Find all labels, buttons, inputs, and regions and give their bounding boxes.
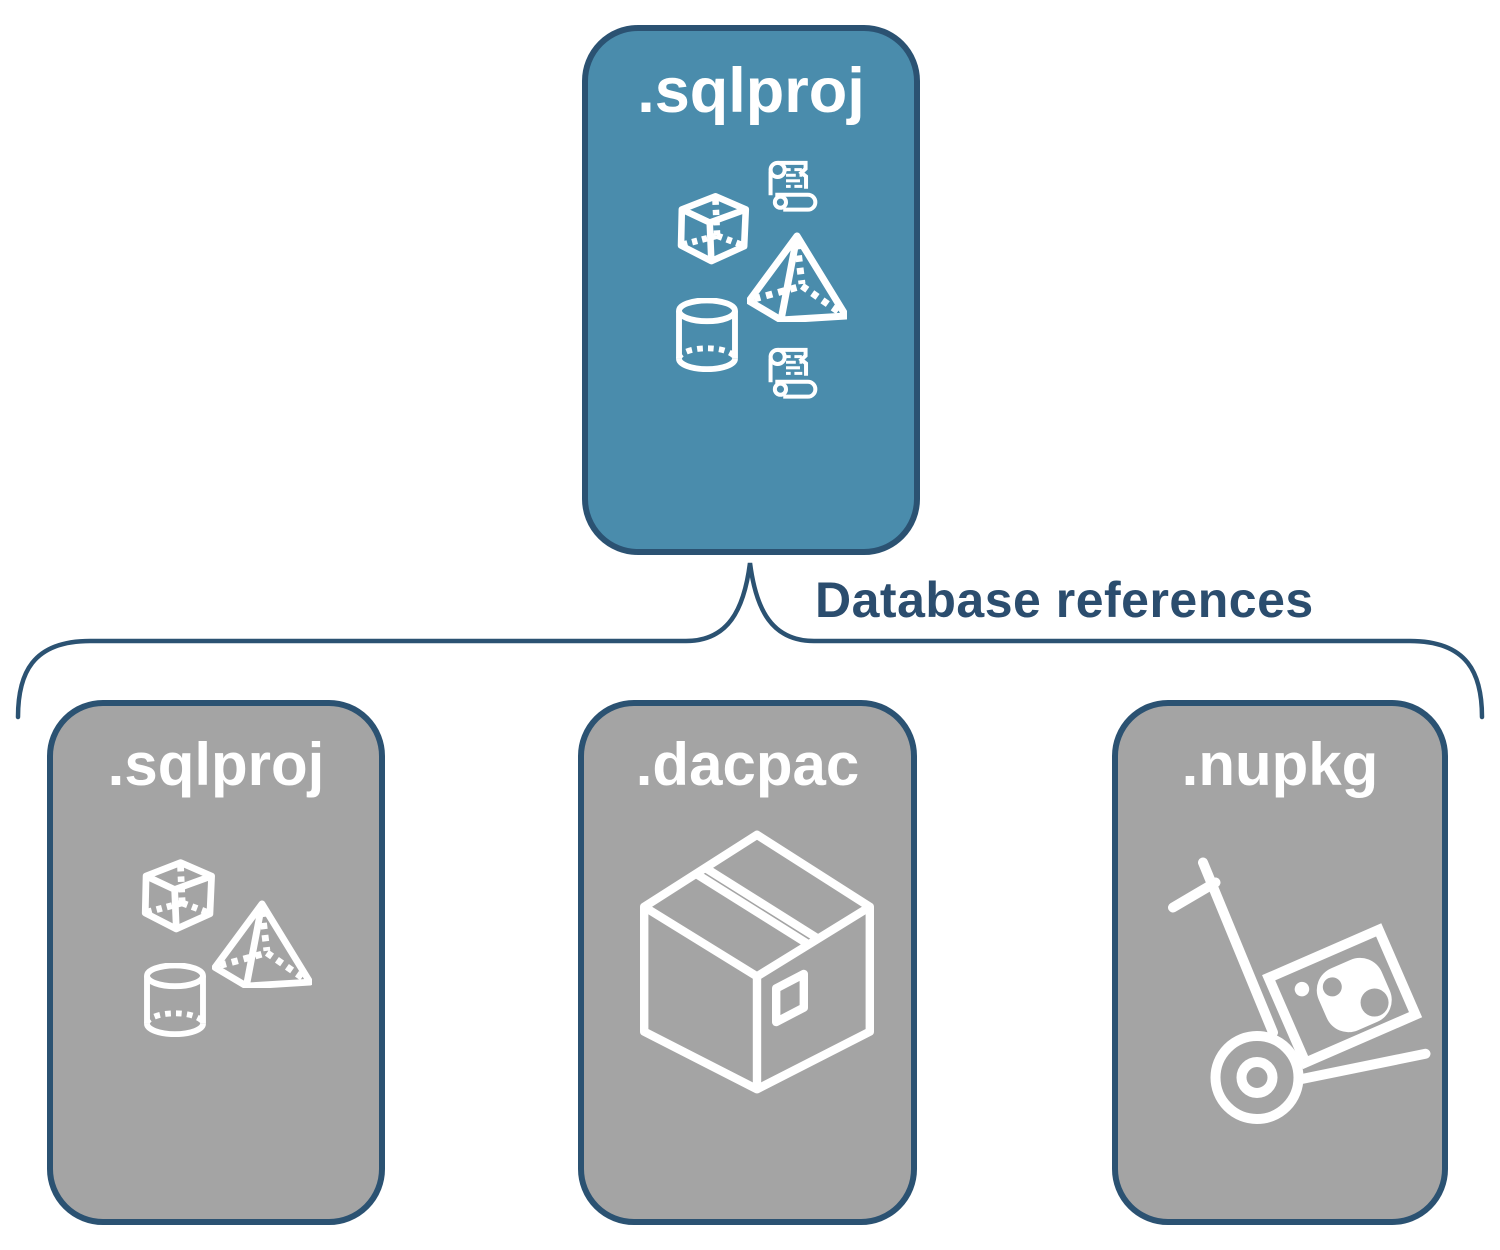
root-title: .sqlproj	[637, 56, 865, 126]
node-child-dacpac: .dacpac	[578, 700, 917, 1225]
scroll-icon	[768, 160, 818, 212]
node-child-sqlproj: .sqlproj	[47, 700, 385, 1225]
connector-label: Database references	[815, 572, 1314, 628]
child-title: .nupkg	[1181, 731, 1379, 798]
pyramid-icon	[212, 900, 312, 988]
cylinder-icon	[676, 298, 738, 372]
child-title: .sqlproj	[107, 731, 325, 798]
node-child-nupkg: .nupkg	[1112, 700, 1448, 1225]
cube-icon	[141, 859, 215, 933]
cylinder-icon	[144, 963, 206, 1037]
node-root-sqlproj: .sqlproj	[582, 25, 920, 555]
pyramid-icon	[747, 232, 847, 322]
child-title: .dacpac	[635, 731, 860, 798]
package-box-icon	[640, 830, 874, 1094]
brace-connector	[15, 562, 1485, 720]
hand-truck-package-icon	[1168, 857, 1431, 1125]
cube-icon	[677, 193, 750, 265]
scroll-icon	[768, 347, 818, 399]
